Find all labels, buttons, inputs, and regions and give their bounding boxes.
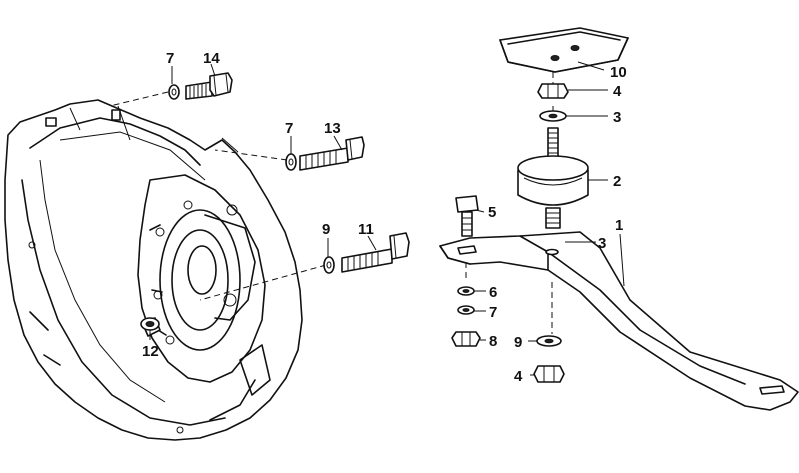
callout-3-top: 3 (613, 109, 621, 126)
washer-9-left (323, 256, 335, 274)
bolt-14 (185, 72, 233, 100)
callout-10: 10 (610, 64, 627, 81)
bolt-13 (299, 136, 365, 171)
support-arm-1 (439, 231, 799, 411)
callout-3-bottom: 3 (598, 235, 606, 252)
callout-7-middle: 7 (285, 120, 293, 137)
callout-labels: 7 14 7 13 9 11 12 10 4 3 2 5 3 1 6 7 8 9… (142, 50, 627, 385)
callout-7-bottom: 7 (489, 304, 497, 321)
callout-11: 11 (358, 221, 374, 238)
callout-5: 5 (488, 204, 496, 221)
callout-7-top: 7 (166, 50, 174, 67)
assembly-lines-left (109, 91, 327, 301)
washer-7-top (168, 84, 180, 100)
washer-7-bottom (457, 305, 475, 315)
callout-1: 1 (615, 217, 623, 234)
callout-8: 8 (489, 333, 497, 350)
rubber-mount-2 (517, 127, 589, 229)
bracket-10 (499, 27, 629, 73)
washer-9-right (536, 335, 562, 347)
callout-4-top: 4 (613, 83, 622, 100)
callout-13: 13 (324, 120, 341, 137)
washer-6 (457, 286, 475, 296)
nut-4-top (537, 83, 569, 99)
callout-9-right: 9 (514, 334, 522, 351)
leader-lines (149, 61, 625, 376)
nut-8 (451, 331, 481, 347)
callout-9-left: 9 (322, 221, 330, 238)
callout-14: 14 (203, 50, 220, 67)
nut-4-bottom (533, 365, 565, 383)
callout-12: 12 (142, 343, 159, 360)
bolt-5 (455, 195, 479, 237)
callout-6: 6 (489, 284, 497, 301)
washer-3-top (539, 110, 567, 122)
bolt-11 (341, 232, 410, 273)
bell-housing (4, 99, 303, 441)
callout-4-bottom: 4 (514, 368, 523, 385)
callout-2: 2 (613, 173, 621, 190)
washer-7-middle (285, 153, 297, 171)
